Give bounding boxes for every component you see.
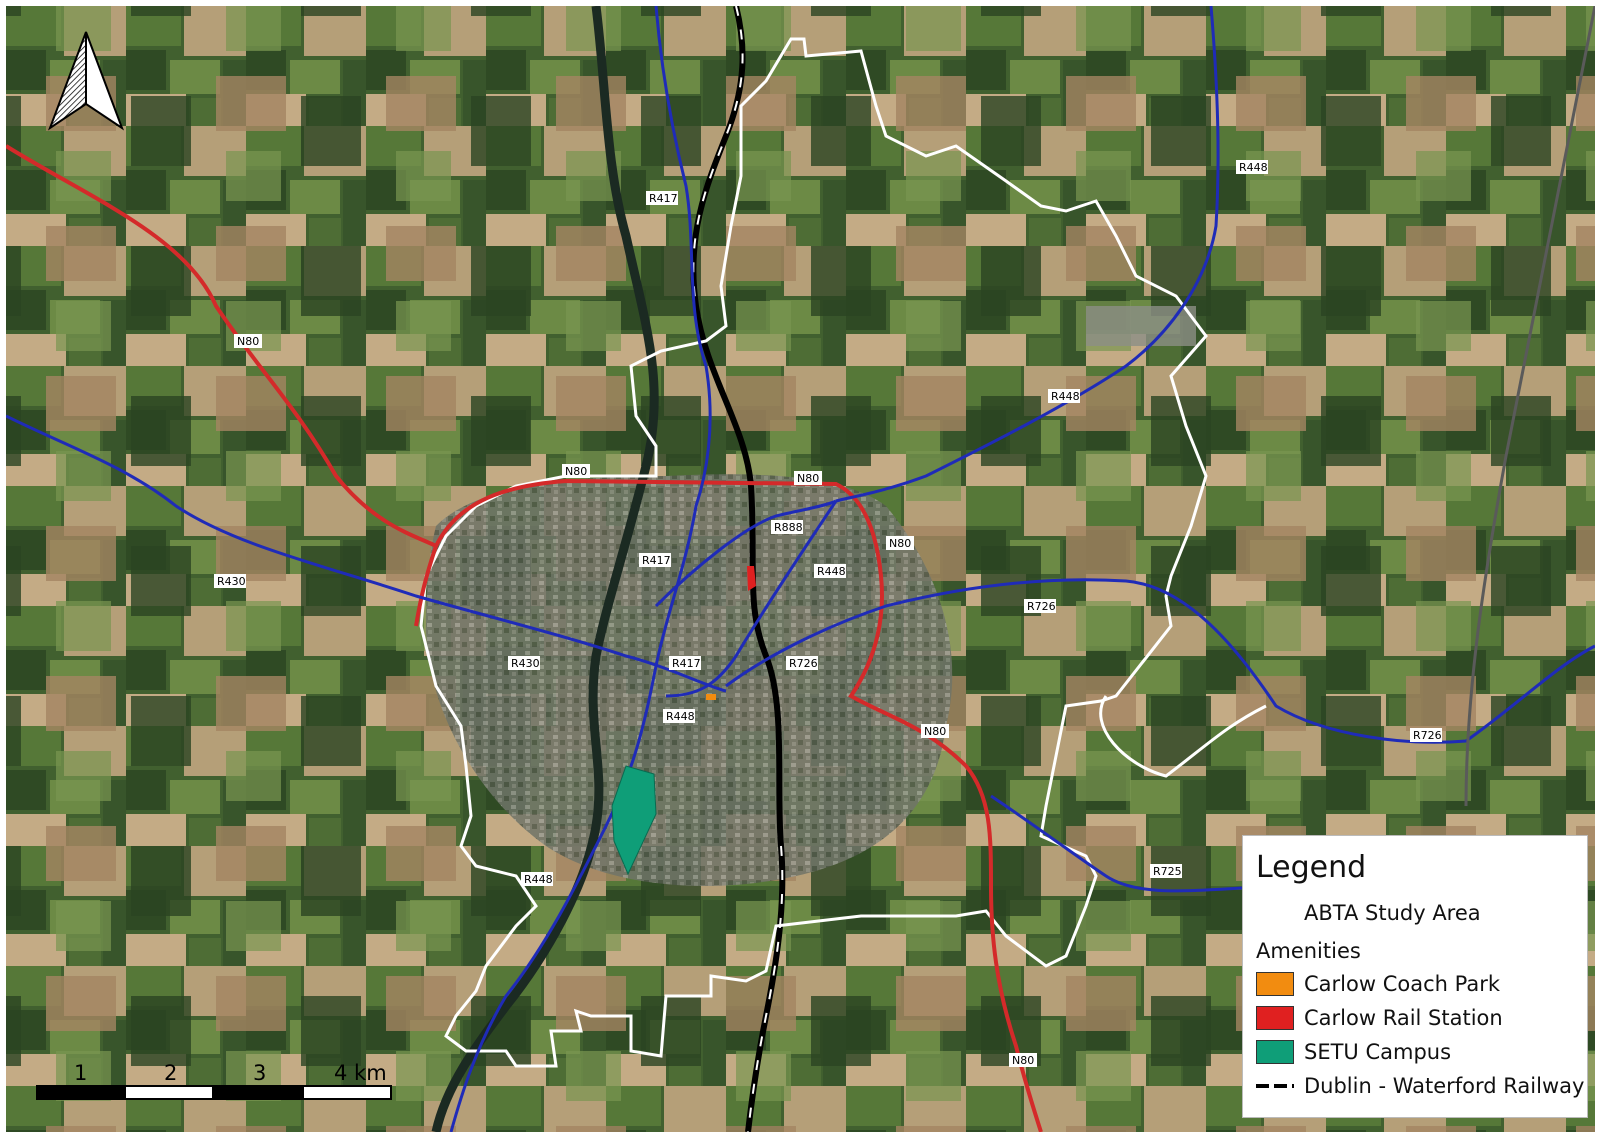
- road-label-r726: R726: [1410, 728, 1442, 742]
- setu-campus-polygon[interactable]: [611, 765, 657, 876]
- svg-text:R448: R448: [1239, 161, 1268, 174]
- svg-text:R430: R430: [511, 657, 540, 670]
- svg-text:R448: R448: [1051, 390, 1080, 403]
- r888-road: [654, 499, 837, 608]
- road-label-r417: R417: [669, 656, 701, 670]
- road-label-r888: R888: [771, 520, 803, 534]
- legend-item-coach-park: Carlow Coach Park: [1256, 972, 1500, 996]
- road-labels: N80 N80 N80 N80 N80 N80 R417 R417 R417 R…: [214, 160, 1442, 1067]
- n80-road: [6, 144, 1043, 1132]
- railway-swatch: [1256, 1074, 1294, 1098]
- road-label-r448: R448: [1048, 389, 1080, 403]
- rail-station-marker[interactable]: [747, 566, 756, 591]
- legend-item-label: Dublin - Waterford Railway: [1304, 1074, 1585, 1098]
- svg-text:N80: N80: [237, 335, 259, 348]
- scale-segment-1: [36, 1085, 126, 1100]
- scale-tick-3: 3: [253, 1061, 267, 1085]
- svg-text:R725: R725: [1153, 865, 1182, 878]
- legend-item-rail-station: Carlow Rail Station: [1256, 1006, 1503, 1030]
- svg-text:R430: R430: [217, 575, 246, 588]
- r725-road: [990, 794, 1243, 893]
- svg-text:N80: N80: [924, 725, 946, 738]
- setu-campus-swatch: [1256, 1040, 1294, 1064]
- r448-town-road: [665, 500, 838, 698]
- road-label-r726: R726: [1024, 599, 1056, 613]
- r448-north-road: [835, 6, 1220, 503]
- scale-tick-2: 2: [164, 1061, 178, 1085]
- coach-park-swatch: [1256, 972, 1294, 996]
- legend-amenities-header: Amenities: [1256, 939, 1361, 963]
- svg-text:R726: R726: [789, 657, 818, 670]
- svg-text:R417: R417: [649, 192, 678, 205]
- road-label-r417: R417: [639, 553, 671, 567]
- railway-dash-south: [747, 845, 784, 1132]
- scale-segment-3: [212, 1085, 304, 1100]
- road-label-n80: N80: [234, 334, 262, 348]
- scale-tick-4: 4 km: [334, 1061, 387, 1085]
- svg-text:N80: N80: [565, 465, 587, 478]
- svg-text:R417: R417: [642, 554, 671, 567]
- legend-item-railway: Dublin - Waterford Railway: [1256, 1074, 1584, 1098]
- legend-item-label: SETU Campus: [1304, 1040, 1452, 1064]
- svg-text:N80: N80: [889, 537, 911, 550]
- abta-study-area-boundary: [419, 37, 1208, 1068]
- road-label-r417: R417: [646, 191, 678, 205]
- river-barrow: [431, 6, 659, 1132]
- r430-road: [6, 414, 727, 693]
- north-arrow-icon: [47, 31, 125, 131]
- svg-text:R448: R448: [817, 565, 846, 578]
- n80-spur: [414, 545, 438, 627]
- legend-amenities-label: Amenities: [1256, 939, 1361, 963]
- svg-text:R726: R726: [1027, 600, 1056, 613]
- coach-park-marker[interactable]: [706, 694, 716, 700]
- road-label-n80: N80: [1009, 1053, 1037, 1067]
- road-label-r726: R726: [786, 656, 818, 670]
- road-label-r448: R448: [521, 872, 553, 886]
- svg-text:R448: R448: [524, 873, 553, 886]
- svg-text:R888: R888: [774, 521, 803, 534]
- svg-text:R417: R417: [672, 657, 701, 670]
- minor-road-east: [1464, 6, 1595, 807]
- road-label-r448: R448: [663, 709, 695, 723]
- road-label-n80: N80: [562, 464, 590, 478]
- road-label-r430: R430: [508, 656, 540, 670]
- study-area-swatch: [1256, 901, 1294, 925]
- road-label-r448: R448: [814, 564, 846, 578]
- legend-study-area: ABTA Study Area: [1256, 901, 1481, 925]
- road-label-n80: N80: [794, 471, 822, 485]
- study-area-inlet: [1099, 695, 1267, 778]
- aerial-map[interactable]: N80 N80 N80 N80 N80 N80 R417 R417 R417 R…: [6, 6, 1595, 1132]
- svg-text:N80: N80: [797, 472, 819, 485]
- map-legend: Legend ABTA Study Area Amenities Carlow …: [1242, 835, 1588, 1118]
- scale-segment-2: [124, 1085, 214, 1100]
- scale-segment-4: [302, 1085, 392, 1100]
- road-label-n80: N80: [921, 724, 949, 738]
- legend-study-area-label: ABTA Study Area: [1304, 901, 1481, 925]
- legend-item-label: Carlow Coach Park: [1304, 972, 1500, 996]
- legend-item-label: Carlow Rail Station: [1304, 1006, 1503, 1030]
- road-label-r430: R430: [214, 574, 246, 588]
- scale-bar: 1 2 3 4 km: [36, 1061, 406, 1101]
- road-label-n80: N80: [886, 536, 914, 550]
- map-frame: N80 N80 N80 N80 N80 N80 R417 R417 R417 R…: [6, 6, 1595, 1132]
- road-label-r448: R448: [1236, 160, 1268, 174]
- svg-text:R726: R726: [1413, 729, 1442, 742]
- industrial-area: [1086, 306, 1196, 346]
- r417-r448-road: [449, 6, 712, 1132]
- scale-tick-1: 1: [74, 1061, 88, 1085]
- svg-text:N80: N80: [1012, 1054, 1034, 1067]
- svg-text:R448: R448: [666, 710, 695, 723]
- legend-title: Legend: [1256, 850, 1367, 885]
- road-label-r725: R725: [1150, 864, 1182, 878]
- rail-station-swatch: [1256, 1006, 1294, 1030]
- legend-item-setu-campus: SETU Campus: [1256, 1040, 1451, 1064]
